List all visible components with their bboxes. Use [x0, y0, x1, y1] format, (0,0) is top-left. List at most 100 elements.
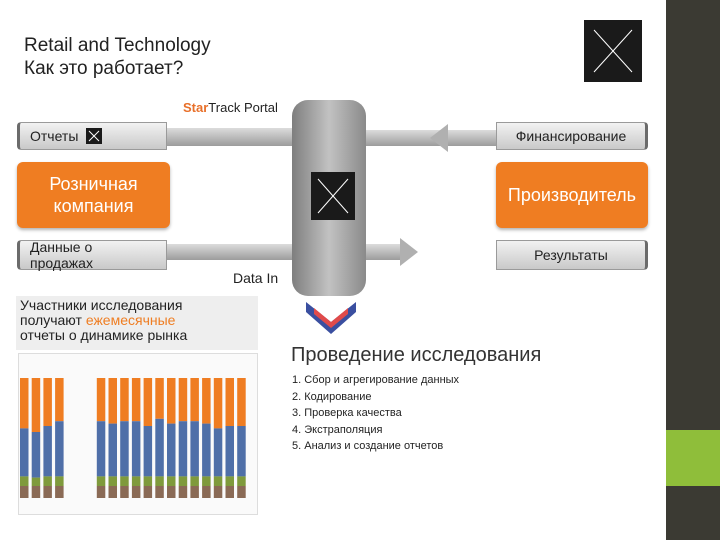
bar-segment [167, 486, 176, 498]
caption-line-2-prefix: получают [20, 312, 86, 328]
bar-segment [55, 476, 64, 486]
bar-segment [237, 378, 246, 426]
stacked-bar-chart [20, 378, 246, 498]
bar-segment [213, 476, 223, 486]
bar-segment [96, 476, 106, 486]
bar-segment [43, 378, 52, 426]
bar-segment [43, 476, 52, 486]
bar-segment [155, 378, 164, 419]
bar-segment [108, 476, 117, 486]
title-line-1: Retail and Technology [24, 35, 211, 56]
bar-segment [96, 378, 106, 422]
bar-segment [225, 378, 234, 426]
bar-segment [108, 423, 117, 477]
research-step: 3. Проверка качества [292, 407, 402, 419]
reports-label: Отчеты [30, 128, 79, 144]
bar-segment [20, 486, 29, 498]
bar-segment [213, 428, 223, 477]
retail-line-1: Розничная [49, 174, 138, 194]
bar-segment [178, 476, 188, 486]
bar-segment [143, 378, 153, 426]
bar-segment [120, 378, 129, 422]
bar-segment [190, 486, 199, 498]
bar-segment [167, 423, 176, 477]
bar-segment [131, 476, 141, 486]
bar-segment [178, 486, 188, 498]
bar-segment [237, 426, 246, 477]
reports-label-box: Отчеты [17, 122, 167, 150]
bar-segment [237, 486, 246, 498]
bar-segment [120, 476, 129, 486]
caption-background [16, 296, 258, 350]
bar-segment [20, 476, 29, 486]
bar-segment [202, 486, 211, 498]
bar-segment [31, 486, 41, 498]
research-title: Проведение исследования [291, 344, 542, 366]
bar-segment [213, 378, 223, 429]
sales-data-box: Данные о продажах [17, 239, 167, 271]
caption-line-3: отчеты о динамике рынка [20, 327, 188, 343]
arrow-to-results [366, 244, 402, 260]
bar-segment [178, 421, 188, 477]
arrow-to-reports [166, 128, 292, 146]
research-step: 2. Кодирование [292, 390, 372, 403]
bar-segment [43, 426, 52, 477]
bar-segment [43, 486, 52, 498]
bar-segment [96, 486, 106, 498]
arrowhead-left [430, 124, 448, 152]
caption-highlight: ежемесячные [85, 312, 176, 328]
bar-segment [225, 486, 234, 498]
bar-segment [167, 476, 176, 486]
portal-label-portal: Portal [240, 100, 278, 115]
bar-segment [143, 476, 153, 486]
retail-line-2: компания [53, 196, 134, 216]
portal-label: StarTrack Portal [183, 100, 278, 115]
research-step: 5. Анализ и создание отчетов [292, 440, 444, 452]
sidebar-accent [666, 430, 720, 486]
results-box: Результаты [496, 240, 648, 270]
research-step: 4. Экстраполяция [292, 423, 383, 436]
bar-segment [143, 426, 153, 477]
bar-segment [225, 426, 234, 477]
bar-segment [167, 378, 176, 424]
bar-segment [237, 476, 246, 486]
retail-company-box: Розничная компания [17, 162, 170, 228]
chevron-down-icon [306, 302, 356, 334]
title-line-2: Как это работает? [24, 58, 184, 79]
financing-box: Финансирование [496, 122, 648, 150]
bar-segment [155, 476, 164, 486]
bar-segment [20, 378, 29, 429]
bar-segment [190, 476, 199, 486]
bar-segment [31, 432, 41, 478]
bar-segment [190, 421, 199, 477]
bar-segment [31, 378, 41, 432]
bar-segment [155, 418, 164, 477]
report-caption: Участники исследования получают ежемесяч… [20, 298, 187, 343]
producer-box: Производитель [496, 162, 648, 228]
bar-segment [55, 486, 64, 498]
bar-segment [131, 378, 141, 422]
caption-line-2: получают ежемесячные [20, 313, 187, 328]
bar-segment [202, 423, 211, 477]
bar-segment [31, 477, 41, 486]
research-steps: 1. Сбор и агрегирование данных 2. Кодиро… [292, 372, 459, 455]
bar-segment [143, 486, 153, 498]
data-in-label: Data In [233, 270, 279, 286]
x-box-icon [584, 20, 642, 82]
page-title: Retail and Technology Как это работает? [24, 34, 211, 80]
bar-segment [120, 486, 129, 498]
bar-segment [225, 476, 234, 486]
bar-segment [108, 486, 117, 498]
results-label: Результаты [534, 247, 608, 263]
bar-segment [202, 378, 211, 424]
bar-segment [131, 486, 141, 498]
financing-label: Финансирование [515, 128, 627, 144]
x-box-icon [311, 172, 355, 220]
portal-label-track: Track [208, 100, 241, 115]
arrowhead-right [400, 238, 418, 266]
bar-segment [213, 486, 223, 498]
caption-line-1: Участники исследования [20, 297, 183, 313]
bar-segment [20, 428, 29, 477]
portal-label-star: Star [183, 100, 209, 115]
bar-segment [190, 378, 199, 422]
